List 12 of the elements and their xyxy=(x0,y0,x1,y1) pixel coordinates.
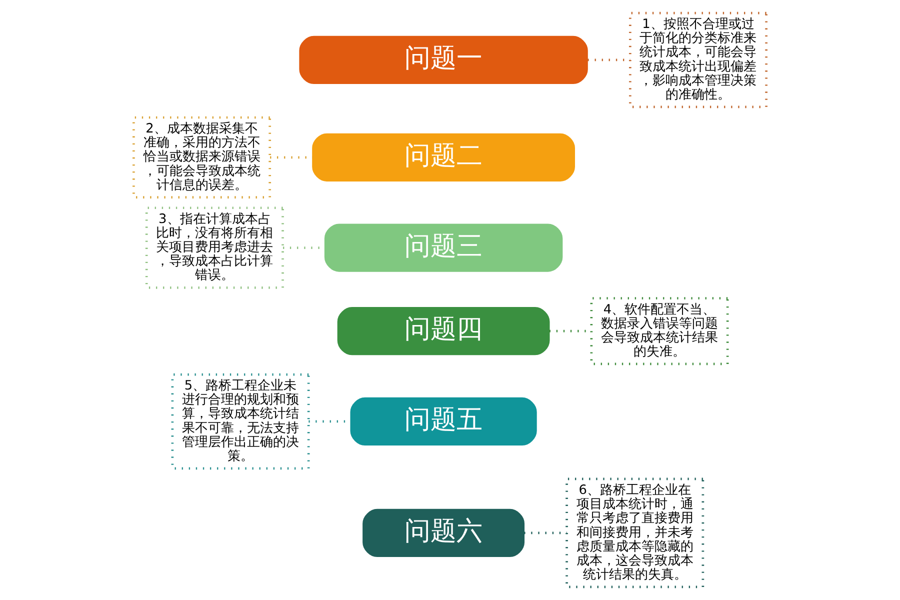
node-box: 1、按照不合理或过于简化的分类标准来统计成本，可能会导致成本统计出现偏差，影响成本管理决策的准确性。 xyxy=(628,12,768,108)
node-box: 问题二 xyxy=(312,133,575,182)
node-box: 6、路桥工程企业在项目成本统计时，通常只考虑了直接费用和间接费用，并未考虑质量成本等隐藏的成本，这会导致成本统计结果的失真。 xyxy=(566,478,704,588)
node-box: 问题六 xyxy=(362,508,525,558)
node-box: 2、成本数据采集不准确，采用的方法不恰当或数据来源错误，可能会导致成本统计信息的误差。 xyxy=(132,116,272,198)
node-box: 3、指在计算成本占比时，没有将所有相关项目费用考虑进去，导致成本占比计算错误。 xyxy=(145,206,284,289)
node-box: 问题五 xyxy=(350,397,537,446)
node-box: 问题三 xyxy=(324,224,563,272)
node-box: 问题四 xyxy=(337,307,550,356)
node-box: 5、路桥工程企业未进行合理的规划和预算，导致成本统计结果不可靠，无法支持管理层作出正确的决策。 xyxy=(171,373,310,470)
node-box: 4、软件配置不当、数据录入错误等问题会导致成本统计结果的失准。 xyxy=(590,297,729,366)
node-box: 问题一 xyxy=(299,36,588,84)
